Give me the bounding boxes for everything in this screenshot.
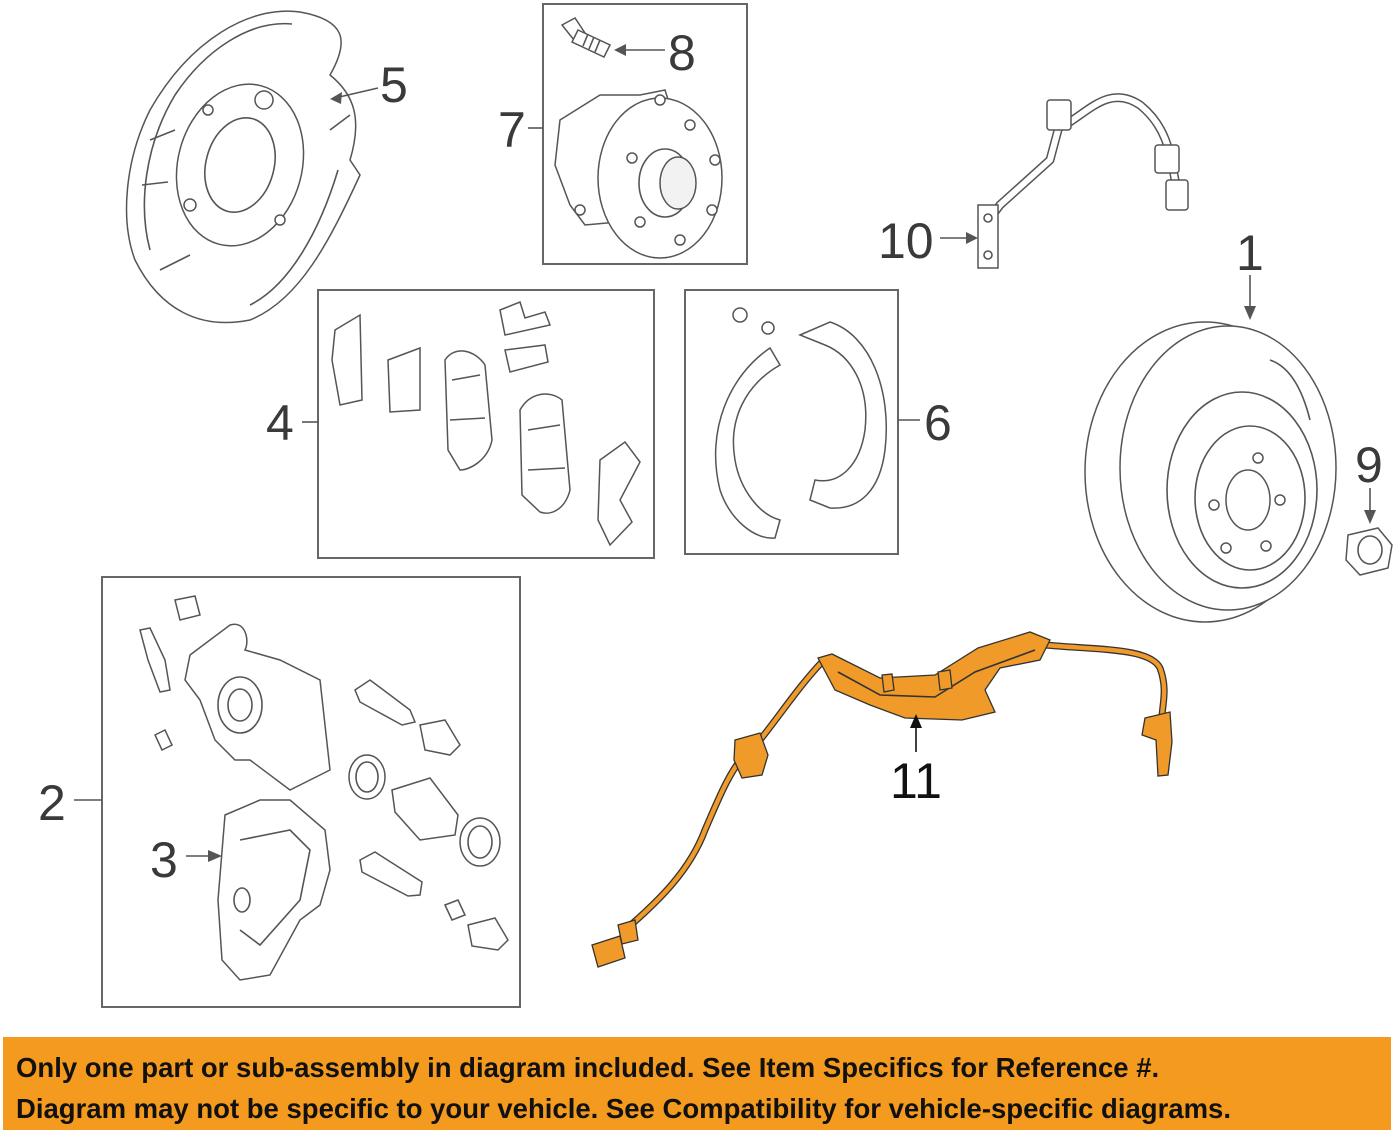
caliper-box-2	[101, 576, 521, 1008]
callout-2: 2	[38, 775, 66, 831]
caliper-bracket-part-3[interactable]	[217, 799, 331, 981]
callout-4: 4	[266, 395, 294, 451]
hub-bolt-part-8[interactable]	[560, 17, 612, 58]
callout-6: 6	[924, 395, 952, 451]
arrow-head-5	[330, 92, 342, 104]
pads-box-4	[317, 289, 655, 559]
callout-3: 3	[150, 832, 178, 888]
shoes-box-6	[684, 289, 899, 555]
backing-plate-part-5[interactable]	[125, 10, 361, 324]
hub-bearing-part-7[interactable]	[554, 89, 723, 259]
arrow-head-8	[614, 44, 626, 56]
nut-part-9[interactable]	[1345, 527, 1393, 576]
abs-sensor-harness-part-11[interactable]	[591, 631, 1173, 968]
callout-1: 1	[1236, 225, 1264, 281]
brake-pads-part-4[interactable]	[331, 301, 641, 547]
disclaimer-line-2: Diagram may not be specific to your vehi…	[16, 1093, 1231, 1124]
hub-box-7	[542, 3, 748, 265]
brake-hose-part-10[interactable]	[977, 93, 1189, 269]
leader-line-5	[334, 87, 379, 99]
callout-11: 11	[890, 753, 942, 809]
arrow-head-3	[208, 850, 222, 862]
disclaimer-banner: Only one part or sub-assembly in diagram…	[3, 1037, 1391, 1130]
disclaimer-line-1: Only one part or sub-assembly in diagram…	[16, 1052, 1160, 1083]
callout-5: 5	[380, 57, 408, 113]
parking-brake-shoes-part-6[interactable]	[714, 307, 887, 539]
caliper-assembly-part-2[interactable]	[139, 595, 509, 951]
arrow-head-11	[910, 714, 922, 728]
callout-8: 8	[668, 25, 696, 81]
arrow-head-1	[1244, 306, 1256, 320]
arrow-head-9	[1364, 510, 1376, 524]
brake-rotor-part-1[interactable]	[1084, 321, 1337, 623]
callout-7: 7	[498, 102, 526, 158]
callout-9: 9	[1355, 437, 1383, 493]
arrow-head-10	[966, 232, 978, 244]
callout-10: 10	[878, 213, 934, 269]
